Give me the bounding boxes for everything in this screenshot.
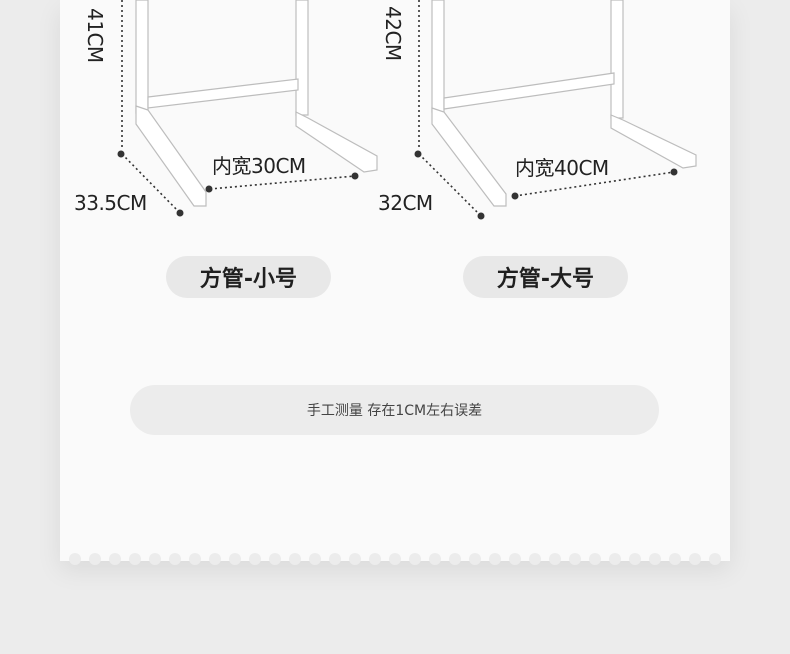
scallop-notch — [629, 553, 641, 565]
large-height-label: 42CM — [381, 6, 405, 61]
small-size-pill: 方管-小号 — [166, 256, 331, 298]
scallop-notch — [609, 553, 621, 565]
scallop-notch — [249, 553, 261, 565]
large-width-label: 内宽40CM — [515, 156, 609, 180]
scallop-notch — [269, 553, 281, 565]
scallop-notch — [489, 553, 501, 565]
scallop-notch — [309, 553, 321, 565]
small-width-label: 内宽30CM — [212, 154, 306, 178]
small-size-name: 方管-小号 — [199, 267, 298, 292]
small-height-label: 41CM — [83, 8, 107, 63]
scallop-notch — [189, 553, 201, 565]
scallop-notch — [449, 553, 461, 565]
small-rack-illustration — [135, 0, 378, 207]
scallop-notch — [289, 553, 301, 565]
small-depth-label: 33.5CM — [74, 191, 147, 215]
scallop-notch — [329, 553, 341, 565]
large-depth-label: 32CM — [378, 191, 433, 215]
scallop-notch — [569, 553, 581, 565]
large-rack-dimension-lines — [418, 0, 675, 217]
scallop-notch — [149, 553, 161, 565]
scallop-notch — [209, 553, 221, 565]
scallop-notch — [349, 553, 361, 565]
scallop-notch — [669, 553, 681, 565]
large-size-name: 方管-大号 — [496, 267, 595, 292]
scallop-notch — [709, 553, 721, 565]
scallop-notch — [409, 553, 421, 565]
scallop-notch — [109, 553, 121, 565]
scallop-notch — [169, 553, 181, 565]
scalloped-edge — [60, 553, 730, 565]
measurement-note-text: 手工测量 存在1CM左右误差 — [306, 403, 483, 419]
small-rack-dimension-dots — [117, 150, 359, 217]
measurement-note: 手工测量 存在1CM左右误差 — [130, 385, 659, 435]
scallop-notch — [649, 553, 661, 565]
scallop-notch — [689, 553, 701, 565]
large-rack-dimension-dots — [414, 150, 678, 220]
scallop-notch — [229, 553, 241, 565]
scallop-notch — [69, 553, 81, 565]
scallop-notch — [429, 553, 441, 565]
scallop-notch — [469, 553, 481, 565]
large-size-pill: 方管-大号 — [463, 256, 628, 298]
large-rack-illustration — [431, 0, 697, 207]
scallop-notch — [389, 553, 401, 565]
scallop-notch — [589, 553, 601, 565]
small-rack-dimension-lines — [121, 0, 356, 214]
scallop-notch — [529, 553, 541, 565]
scallop-notch — [129, 553, 141, 565]
scallop-notch — [89, 553, 101, 565]
scallop-notch — [369, 553, 381, 565]
scallop-notch — [549, 553, 561, 565]
scallop-notch — [509, 553, 521, 565]
